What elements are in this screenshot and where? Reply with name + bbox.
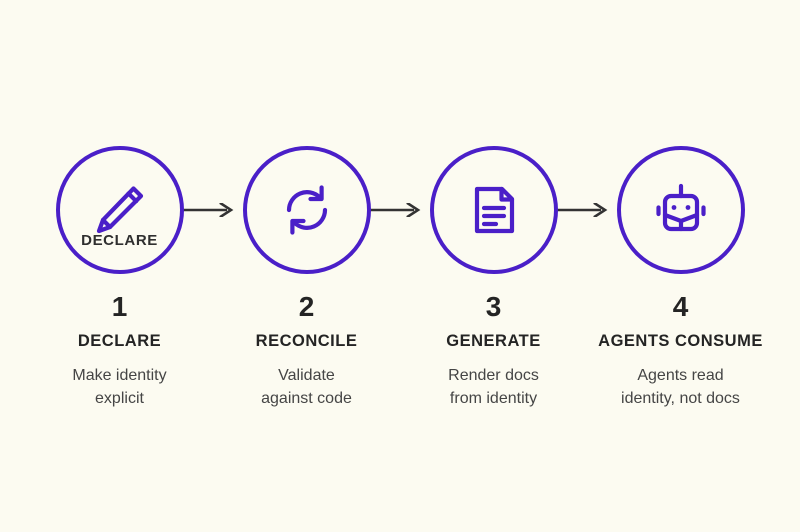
step-1-declare: DECLARE 1 DECLARE Make identity explicit	[26, 0, 213, 410]
step-title: GENERATE	[446, 332, 541, 350]
step-1-circle-wrap: DECLARE	[55, 146, 184, 274]
step-4-agents-consume: 4 AGENTS CONSUME Agents read identity, n…	[587, 0, 774, 410]
robot-icon	[649, 178, 713, 242]
step-3-generate: 3 GENERATE Render docs from identity	[400, 0, 587, 410]
step-2-reconcile: 2 RECONCILE Validate against code	[213, 0, 400, 410]
step-description: Make identity explicit	[72, 366, 167, 407]
step-number: 3	[485, 291, 502, 322]
step-number: 2	[298, 291, 315, 322]
sync-arrows-icon	[275, 178, 339, 242]
step-title: AGENTS CONSUME	[598, 332, 763, 350]
pencil-icon	[88, 178, 152, 242]
step-title: RECONCILE	[255, 332, 358, 350]
step-number: 4	[672, 291, 689, 322]
step-2-circle-wrap	[242, 146, 371, 274]
step-3-circle-wrap	[429, 146, 558, 274]
step-circle-outline	[429, 146, 558, 274]
step-description: Validate against code	[261, 366, 352, 407]
step-4-circle-wrap	[616, 146, 745, 274]
step-circle-outline	[55, 146, 184, 274]
step-title: DECLARE	[77, 332, 162, 350]
step-number: 1	[111, 291, 128, 322]
document-icon	[462, 178, 526, 242]
step-1-inner-label: DECLARE	[81, 232, 158, 249]
step-circle-outline	[242, 146, 371, 274]
step-circle-outline	[616, 146, 745, 274]
step-description: Agents read identity, not docs	[621, 366, 740, 407]
step-description: Render docs from identity	[448, 366, 539, 407]
